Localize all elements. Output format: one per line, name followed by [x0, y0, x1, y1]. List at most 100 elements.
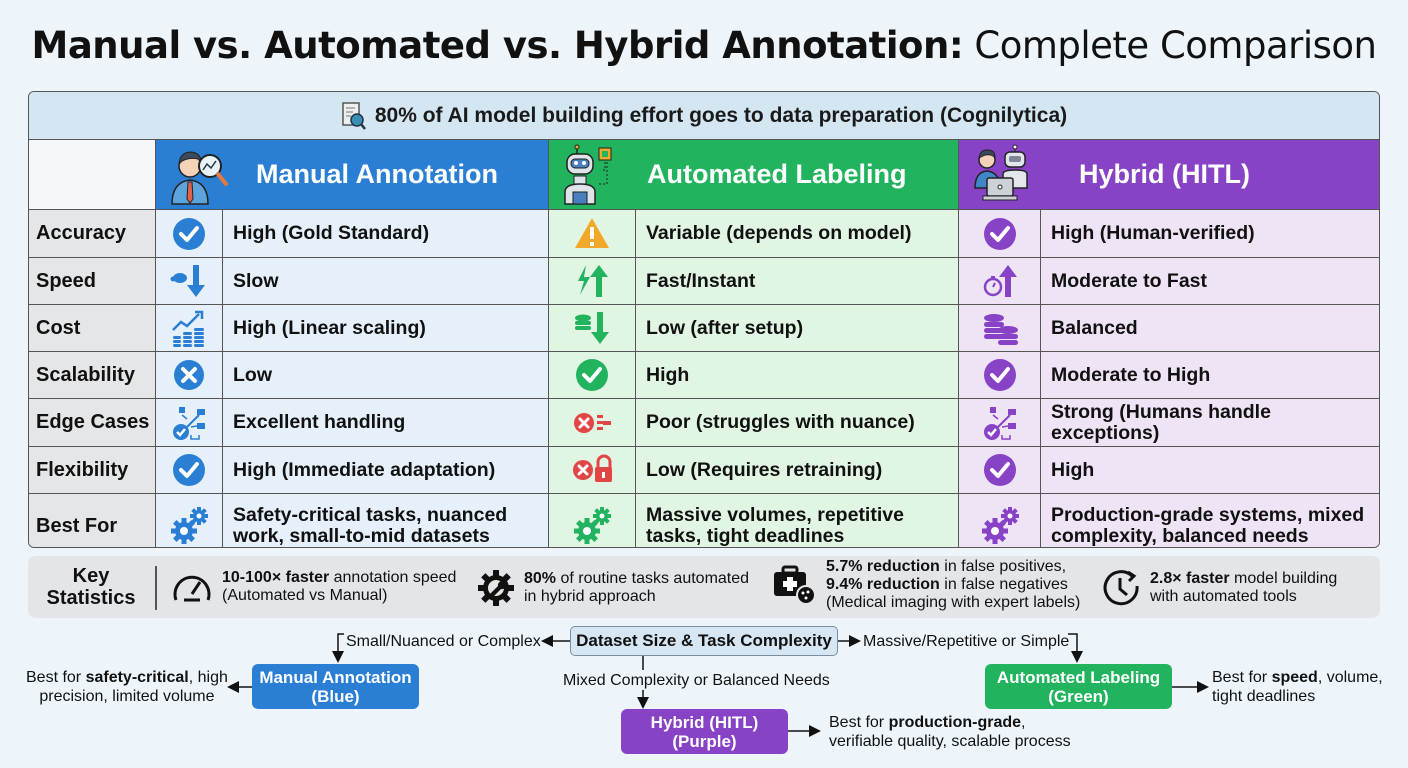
note-line2: tight deadlines	[1212, 688, 1316, 705]
manual-value-cell: Excellent handling	[223, 399, 549, 447]
manual-note: Best for safety-critical, high precision,…	[26, 668, 228, 706]
automated-icon-cell	[549, 258, 636, 305]
hybrid-note: Best for production-grade,verifiable qua…	[829, 713, 1071, 751]
note-post: ,	[1021, 714, 1026, 731]
column-header-hybrid: Hybrid (HITL)	[959, 140, 1379, 210]
stat-line3: (Medical imaging with expert labels)	[826, 594, 1081, 611]
note-bold: safety-critical	[85, 669, 189, 686]
robot-chip-icon	[564, 144, 612, 205]
divider	[155, 566, 157, 610]
hybrid-value-cell: High	[1041, 447, 1379, 494]
stat-item-medical: 5.7% reduction in false positives,9.4% r…	[770, 558, 1080, 612]
hybrid-value: Moderate to High	[1051, 363, 1211, 386]
x-circle-lock-icon	[573, 454, 612, 482]
row-label: Best For	[29, 494, 156, 547]
row-label: Scalability	[29, 352, 156, 399]
branch-label-right: Massive/Repetitive or Simple	[863, 633, 1070, 650]
manual-value: High (Gold Standard)	[233, 222, 430, 244]
x-circle-icon	[174, 360, 204, 390]
stat-bold: 2.8× faster	[1150, 570, 1230, 587]
automated-value: Fast/Instant	[646, 269, 756, 292]
hybrid-value: Balanced	[1051, 316, 1138, 339]
check-circle-icon	[576, 359, 608, 391]
manual-value: High (Immediate adaptation)	[233, 458, 496, 481]
row-label-text: Accuracy	[36, 222, 127, 244]
column-title-automated: Automated Labeling	[647, 159, 907, 189]
turtle-down-arrow-icon	[170, 265, 205, 297]
warning-triangle-icon	[575, 217, 609, 248]
note-post: , high	[188, 669, 228, 686]
stat-banner: 80% of AI model building effort goes to …	[29, 92, 1379, 140]
flowchart-node-automated: Automated Labeling(Green)	[985, 664, 1172, 709]
note-pre: Best for	[26, 669, 86, 686]
hybrid-value-cell: Strong (Humans handle exceptions)	[1041, 399, 1379, 447]
page-title: Manual vs. Automated vs. Hybrid Annotati…	[0, 24, 1408, 67]
check-circle-icon	[173, 454, 205, 486]
hybrid-value-cell: Production-grade systems, mixed complexi…	[1041, 494, 1379, 547]
automated-icon-cell	[549, 494, 636, 547]
row-label-text: Edge Cases	[36, 411, 150, 433]
manual-value: Safety-critical tasks, nuanced work, sma…	[233, 504, 508, 547]
person-robot-laptop-icon	[974, 144, 1028, 201]
automated-value: High	[646, 363, 690, 386]
hybrid-value: High	[1051, 458, 1095, 481]
hybrid-icon-cell	[959, 399, 1041, 447]
manual-icon-cell	[156, 447, 223, 494]
stat-bold2: 9.4% reduction	[826, 576, 940, 593]
hybrid-icon-cell	[959, 447, 1041, 494]
stat-item-speed: 10-100× faster annotation speed(Automate…	[170, 568, 456, 606]
header-empty	[29, 140, 156, 210]
hybrid-icon-cell	[959, 305, 1041, 352]
row-label: Cost	[29, 305, 156, 352]
node-line1: Automated Labeling	[996, 667, 1161, 687]
clock-refresh-icon	[1103, 570, 1139, 606]
automated-icon-cell	[549, 399, 636, 447]
medical-kit-icon	[774, 565, 816, 605]
gear-wrench-icon	[478, 570, 514, 606]
automated-value-cell: Massive volumes, repetitive tasks, tight…	[636, 494, 959, 547]
note-line2: verifiable quality, scalable process	[829, 733, 1071, 750]
title-normal: Complete Comparison	[963, 24, 1377, 67]
note-bold: speed	[1271, 669, 1318, 686]
row-label-text: Scalability	[36, 363, 135, 386]
stat-line2: in hybrid approach	[524, 588, 656, 605]
speedometer-icon	[173, 575, 211, 602]
flowchart-node-manual: Manual Annotation(Blue)	[252, 664, 419, 709]
manual-icon-cell	[156, 258, 223, 305]
stat-text: of routine tasks automated	[556, 570, 750, 587]
stat-bold: 80%	[524, 570, 557, 587]
x-circle-list-icon	[574, 412, 611, 433]
check-circle-icon	[983, 454, 1016, 486]
row-label-text: Best For	[36, 514, 118, 537]
column-header-automated: Automated Labeling	[549, 140, 959, 210]
root-label: Dataset Size & Task Complexity	[576, 631, 832, 650]
row-label-text: Speed	[36, 269, 97, 292]
hybrid-value: Moderate to Fast	[1051, 269, 1208, 292]
hybrid-value-cell: Moderate to Fast	[1041, 258, 1379, 305]
note-line2: precision, limited volume	[39, 688, 215, 705]
coins-rising-chart-icon	[172, 310, 204, 347]
row-label: Flexibility	[29, 447, 156, 494]
stat-text2: in false negatives	[939, 576, 1068, 593]
gears-icon	[171, 507, 208, 544]
automated-value-cell: Poor (struggles with nuance)	[636, 399, 959, 447]
hybrid-value: High (Human-verified)	[1051, 222, 1255, 244]
coin-stacks-icon	[983, 314, 1018, 345]
gears-icon	[981, 507, 1019, 544]
manual-value-cell: High (Immediate adaptation)	[223, 447, 549, 494]
check-network-icon	[983, 406, 1016, 440]
check-circle-icon	[173, 217, 205, 250]
gears-icon	[574, 507, 611, 544]
hybrid-icon-cell	[959, 494, 1041, 547]
row-label-text: Cost	[36, 316, 81, 339]
automated-value-cell: Variable (depends on model)	[636, 210, 959, 258]
stat-text: annotation speed	[329, 569, 457, 586]
stat-line2: with automated tools	[1150, 588, 1297, 605]
key-label-line1: Key	[72, 565, 110, 587]
automated-icon-cell	[549, 210, 636, 258]
automated-icon-cell	[549, 352, 636, 399]
node-line2: (Blue)	[311, 686, 360, 706]
check-circle-icon	[983, 359, 1016, 391]
column-title-manual: Manual Annotation	[256, 159, 498, 189]
